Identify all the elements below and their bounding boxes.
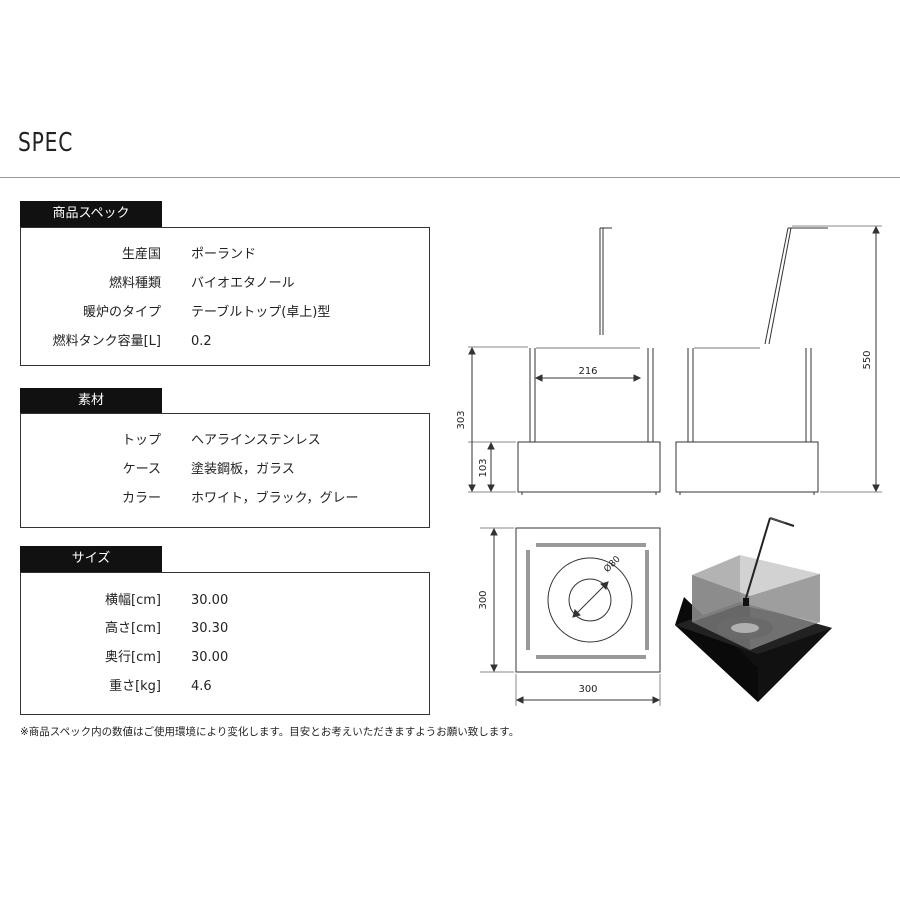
disclaimer-note: ※商品スペック内の数値はご使用環境により変化します。目安とお考えいただきますよう… bbox=[20, 726, 520, 738]
title-divider bbox=[0, 177, 900, 178]
section-label-product: 商品スペック bbox=[20, 201, 162, 227]
dim-width-inner: 216 bbox=[578, 366, 597, 377]
spec-key: 奥行[cm] bbox=[105, 650, 161, 665]
technical-drawing: 216 303 103 550 300 300 Ø80 bbox=[440, 210, 895, 719]
spec-key: 重さ[kg] bbox=[109, 679, 161, 694]
section-label-size: サイズ bbox=[20, 546, 162, 572]
spec-value: 30.00 bbox=[191, 650, 229, 665]
spec-key: 燃料タンク容量[L] bbox=[52, 334, 161, 349]
spec-value: 0.2 bbox=[191, 334, 212, 349]
front-view bbox=[468, 227, 661, 495]
spec-row: 生産国 ポーランド bbox=[21, 245, 429, 265]
spec-row: 燃料種類 バイオエタノール bbox=[21, 274, 429, 294]
spec-row: 高さ[cm] 30.30 bbox=[21, 619, 429, 639]
spec-row: トップ ヘアラインステンレス bbox=[21, 431, 429, 451]
spec-value: バイオエタノール bbox=[191, 276, 295, 291]
side-view bbox=[675, 225, 882, 495]
spec-key: カラー bbox=[121, 491, 161, 506]
spec-table-size: 横幅[cm] 30.00 高さ[cm] 30.30 奥行[cm] 30.00 重… bbox=[20, 572, 430, 715]
spec-value: ポーランド bbox=[191, 247, 257, 262]
spec-row: カラー ホワイト，ブラック，グレー bbox=[21, 489, 429, 509]
spec-row: 燃料タンク容量[L] 0.2 bbox=[21, 332, 429, 352]
dim-base-height: 103 bbox=[478, 458, 489, 477]
section-label-material: 素材 bbox=[20, 388, 162, 414]
dim-depth: 300 bbox=[478, 590, 489, 609]
spec-table-product: 生産国 ポーランド 燃料種類 バイオエタノール 暖炉のタイプ テーブルトップ(卓… bbox=[20, 227, 430, 366]
spec-table-material: トップ ヘアラインステンレス ケース 塗装鋼板，ガラス カラー ホワイト，ブラッ… bbox=[20, 413, 430, 528]
spec-row: 重さ[kg] 4.6 bbox=[21, 677, 429, 697]
spec-value: ヘアラインステンレス bbox=[191, 433, 321, 448]
spec-row: ケース 塗装鋼板，ガラス bbox=[21, 460, 429, 480]
dim-overall-height: 550 bbox=[862, 350, 873, 369]
spec-value: ホワイト，ブラック，グレー bbox=[191, 491, 359, 506]
spec-value: 4.6 bbox=[191, 679, 212, 694]
spec-value: テーブルトップ(卓上)型 bbox=[191, 305, 331, 320]
spec-key: 高さ[cm] bbox=[105, 621, 161, 636]
dim-burner-diameter: Ø80 bbox=[602, 554, 623, 575]
spec-key: 燃料種類 bbox=[108, 276, 161, 291]
spec-key: ケース bbox=[122, 462, 161, 477]
page-title: SPEC bbox=[18, 128, 74, 158]
spec-key: 暖炉のタイプ bbox=[82, 305, 161, 320]
spec-key: 横幅[cm] bbox=[105, 593, 161, 608]
product-illustration bbox=[675, 517, 832, 702]
dim-height-total: 303 bbox=[456, 410, 467, 429]
spec-row: 横幅[cm] 30.00 bbox=[21, 591, 429, 611]
dim-width: 300 bbox=[578, 684, 597, 695]
top-view bbox=[480, 527, 661, 706]
spec-value: 塗装鋼板，ガラス bbox=[191, 462, 295, 477]
spec-key: 生産国 bbox=[121, 247, 161, 262]
spec-value: 30.00 bbox=[191, 593, 229, 608]
spec-key: トップ bbox=[121, 433, 161, 448]
spec-value: 30.30 bbox=[191, 621, 229, 636]
spec-row: 奥行[cm] 30.00 bbox=[21, 648, 429, 668]
spec-row: 暖炉のタイプ テーブルトップ(卓上)型 bbox=[21, 303, 429, 323]
